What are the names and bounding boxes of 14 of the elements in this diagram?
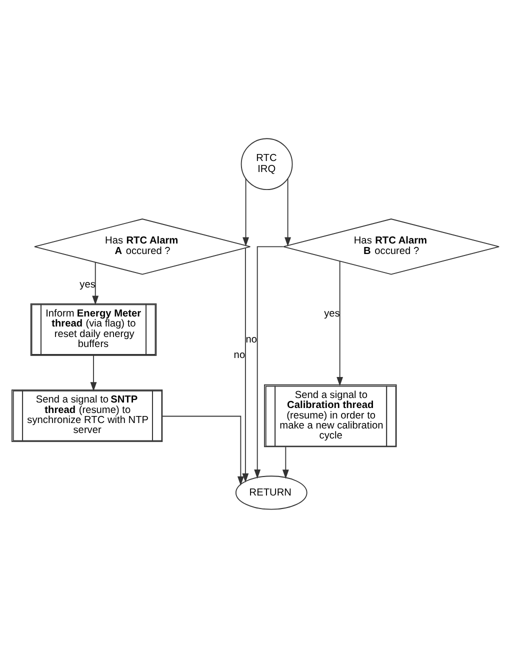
- arrow: [254, 246, 284, 479]
- arrow: [282, 446, 289, 479]
- edge-label: no: [234, 350, 246, 361]
- arrow: [162, 416, 244, 486]
- edge-label: yes: [324, 308, 340, 320]
- arrow: [242, 178, 250, 247]
- arrow: [92, 262, 99, 306]
- edge-label: yes: [80, 279, 96, 290]
- arrow: [90, 355, 97, 392]
- arrow: [336, 260, 344, 386]
- arrow: [242, 248, 249, 483]
- node-circle: RTC IRQ: [240, 138, 293, 190]
- arrow: [284, 178, 292, 247]
- edge-label: no: [246, 334, 257, 346]
